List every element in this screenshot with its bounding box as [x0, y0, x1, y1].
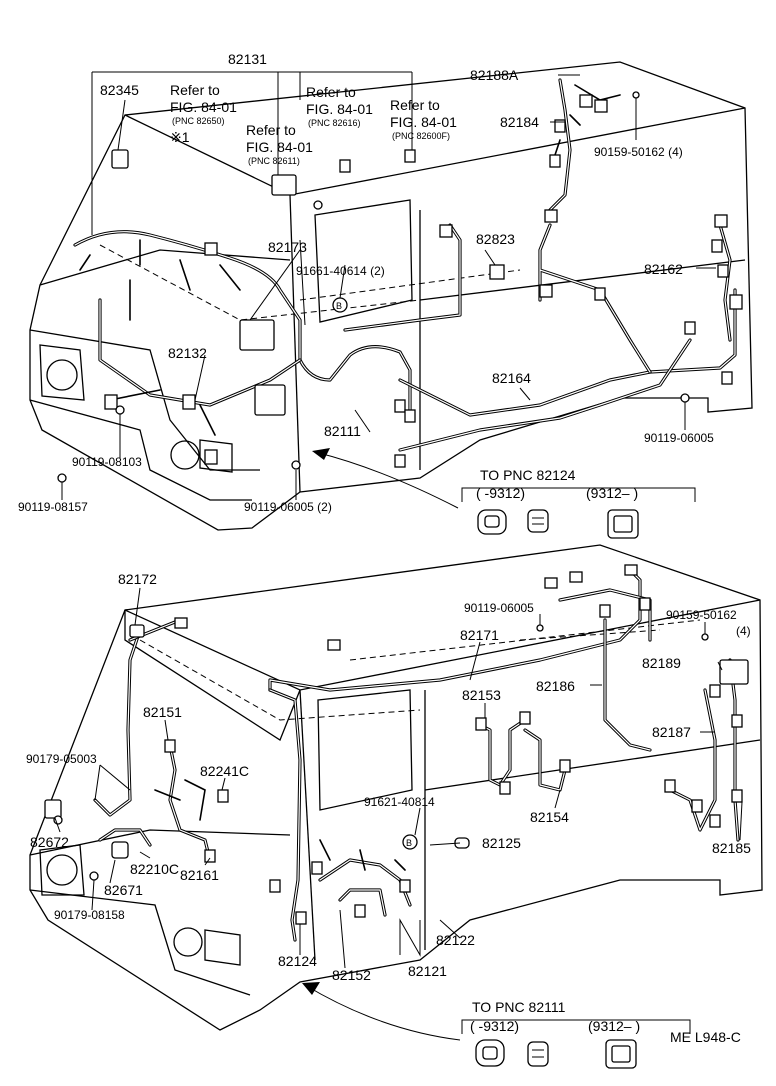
- ref-2-pnc: (PNC 82611): [248, 156, 300, 166]
- label-90119-08157: 90119-08157: [18, 500, 88, 514]
- label-82132: 82132: [168, 345, 207, 361]
- label-82345: 82345: [100, 82, 139, 98]
- bottom-labels: 82172 90119-06005 90159-50162 (4) 82171 …: [26, 571, 751, 1045]
- label-82161: 82161: [180, 867, 219, 883]
- bottom-vehicle-body: [29, 544, 763, 1031]
- bottom-harness-82151: [154, 743, 212, 862]
- connector-small-top-1: [477, 509, 507, 535]
- ref-2-line2: FIG. 84-01: [246, 139, 313, 155]
- bottom-connectors: B: [44, 564, 749, 925]
- label-82124: 82124: [278, 953, 317, 969]
- top-harness-82162: [718, 223, 732, 342]
- top-labels: 82131 82345 Refer to FIG. 84-01 (PNC 826…: [18, 51, 714, 514]
- ref-4-pnc: (PNC 82600F): [392, 131, 450, 141]
- label-90119-08103: 90119-08103: [72, 455, 142, 469]
- top-callout-connectors: [477, 509, 639, 539]
- label-82186: 82186: [536, 678, 575, 694]
- label-82152: 82152: [332, 967, 371, 983]
- label-82189: 82189: [642, 655, 681, 671]
- label-90119-06005-2: 90119-06005 (2): [244, 500, 332, 514]
- label-91621-40814: 91621-40814: [364, 795, 435, 809]
- label-82154: 82154: [530, 809, 569, 825]
- bottom-harness-82210c: [98, 828, 152, 847]
- connector-small-bottom-2: [527, 1041, 549, 1067]
- top-harness-82184: [548, 78, 621, 212]
- ref-4-line2: FIG. 84-01: [390, 114, 457, 130]
- label-82121: 82121: [408, 963, 447, 979]
- to-pnc-bottom-range1: ( -9312): [470, 1018, 519, 1034]
- connector-small-top-2: [527, 509, 549, 533]
- label-82125: 82125: [482, 835, 521, 851]
- label-82823: 82823: [476, 231, 515, 247]
- ref-3-pnc: (PNC 82616): [308, 118, 361, 128]
- ref-1-line2: FIG. 84-01: [170, 99, 237, 115]
- label-82210c: 82210C: [130, 861, 179, 877]
- to-pnc-bottom-range2: (9312– ): [588, 1018, 640, 1034]
- connector-large-top: [607, 509, 639, 539]
- top-harness-82164: [343, 223, 737, 452]
- bottom-leader-lines: [54, 587, 743, 969]
- ref-3-line2: FIG. 84-01: [306, 101, 373, 117]
- label-82171: 82171: [460, 627, 499, 643]
- label-82671: 82671: [104, 882, 143, 898]
- label-82164: 82164: [492, 370, 531, 386]
- top-leader-lines: [61, 71, 716, 500]
- label-82172: 82172: [118, 571, 157, 587]
- bottom-callout-connectors: [475, 1039, 637, 1069]
- label-82131: 82131: [228, 51, 267, 67]
- b-mark-top: B: [336, 301, 342, 311]
- top-harness-82132: [73, 230, 412, 436]
- bottom-to-pnc-arrow: [302, 982, 691, 1041]
- label-82672: 82672: [30, 834, 69, 850]
- bottom-harness-82171: [268, 568, 652, 942]
- label-91661-40614: 91661-40614 (2): [296, 264, 385, 278]
- connector-small-bottom-1: [475, 1039, 505, 1067]
- label-82184: 82184: [500, 114, 539, 130]
- label-4: (4): [736, 624, 751, 638]
- ref-1-pnc: (PNC 82650): [172, 116, 225, 126]
- ref-2-line1: Refer to: [246, 122, 296, 138]
- ref-4-line1: Refer to: [390, 97, 440, 113]
- label-82241c: 82241C: [200, 763, 249, 779]
- to-pnc-top-title: TO PNC 82124: [480, 467, 576, 483]
- to-pnc-bottom-title: TO PNC 82111: [472, 999, 566, 1015]
- diagram-code: ME L948-C: [670, 1029, 741, 1045]
- ref-3-line1: Refer to: [306, 84, 356, 100]
- label-82185: 82185: [712, 840, 751, 856]
- top-to-pnc-arrow: [312, 448, 696, 509]
- star-mark: ※1: [170, 129, 190, 145]
- label-90119-06005: 90119-06005: [464, 601, 534, 615]
- b-mark-bottom: B: [406, 838, 412, 848]
- label-82153: 82153: [462, 687, 501, 703]
- label-82187: 82187: [652, 724, 691, 740]
- label-82188a: 82188A: [470, 67, 519, 83]
- label-90179-08158: 90179-08158: [54, 908, 125, 922]
- to-pnc-top-range1: ( -9312): [476, 485, 525, 501]
- to-pnc-top-range2: (9312– ): [586, 485, 638, 501]
- label-90159-50162: 90159-50162: [666, 608, 737, 622]
- ref-1-line1: Refer to: [170, 82, 220, 98]
- label-90159-50162-4: 90159-50162 (4): [594, 145, 683, 159]
- label-82151: 82151: [143, 704, 182, 720]
- label-82122: 82122: [436, 932, 475, 948]
- top-connectors: B: [57, 91, 743, 483]
- label-82173: 82173: [268, 239, 307, 255]
- label-82111: 82111: [324, 423, 361, 439]
- label-82162: 82162: [644, 261, 683, 277]
- connector-large-bottom: [605, 1039, 637, 1069]
- label-90179-05003: 90179-05003: [26, 752, 97, 766]
- label-90119-06005-right: 90119-06005: [644, 431, 714, 445]
- top-vehicle-body: [29, 61, 753, 531]
- bottom-harness-82121: [318, 839, 412, 917]
